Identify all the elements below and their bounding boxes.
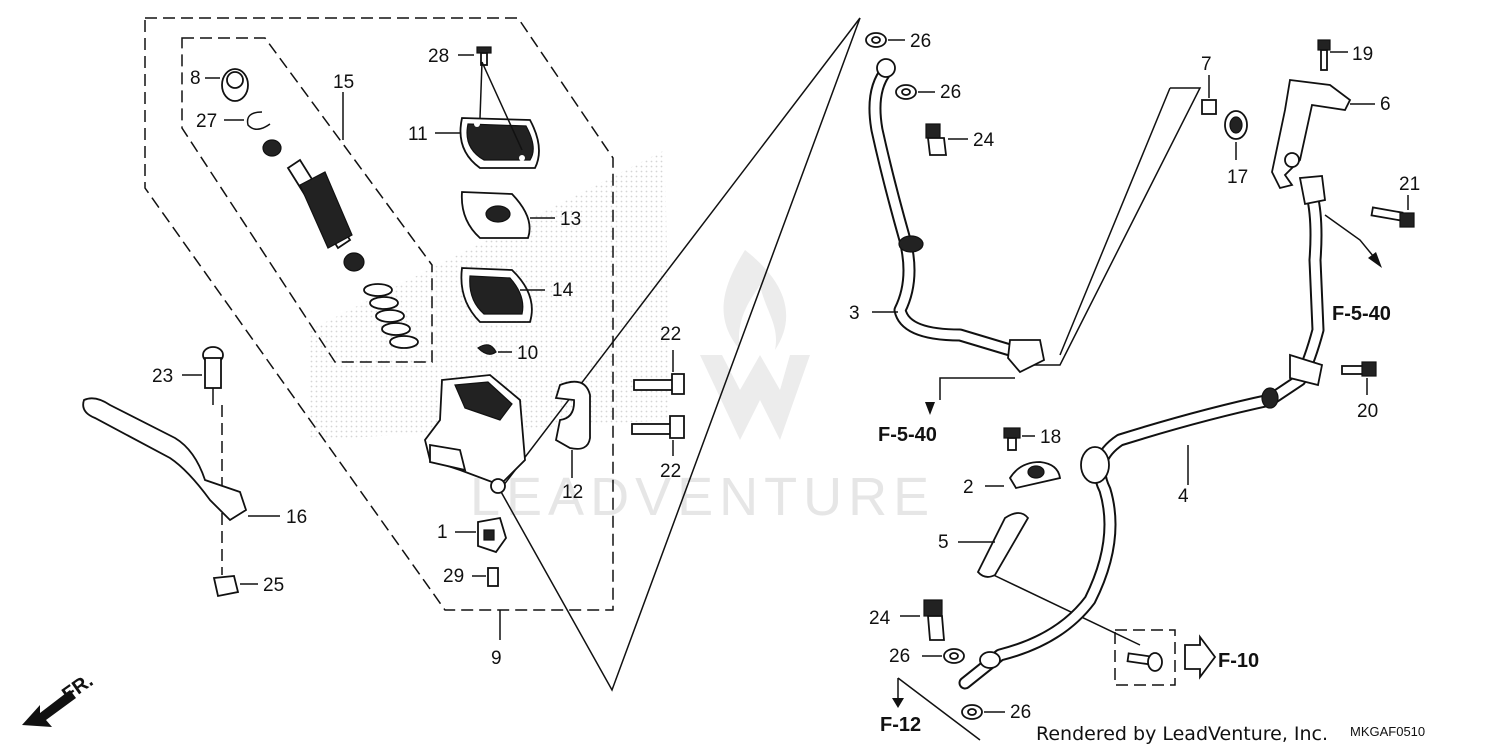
brake-hose-3: 3 (849, 58, 1046, 374)
boot-8: 8 (190, 68, 249, 102)
watermark-v-icon (700, 355, 810, 440)
label-2: 2 (963, 477, 974, 498)
label-19: 19 (1352, 44, 1373, 65)
ref-f540-right-text: F-5-40 (1332, 303, 1391, 325)
ref-box-f10: F-10 (1114, 629, 1259, 686)
collar-7: 7 (1201, 54, 1217, 115)
label-15: 15 (333, 72, 354, 93)
ref-f540-left-text: F-5-40 (878, 424, 937, 446)
bolt-20: 20 (1341, 361, 1378, 422)
bolt-18: 18 (1003, 427, 1061, 451)
clamp-2: 2 (963, 461, 1062, 498)
label-22-top: 22 (660, 324, 681, 345)
washers-26-bottom: 26 26 (889, 646, 1031, 723)
label-26-d: 26 (1010, 702, 1031, 723)
washers-26-top: 26 26 (865, 31, 961, 103)
label-16: 16 (286, 507, 307, 528)
label-7: 7 (1201, 54, 1212, 75)
switch-1: 1 (437, 516, 507, 554)
ref-f540-right: F-5-40 (1324, 214, 1391, 325)
label-5: 5 (938, 532, 949, 553)
label-6: 6 (1380, 94, 1391, 115)
label-4: 4 (1178, 486, 1189, 507)
nut-25: 25 (212, 575, 284, 598)
ref-f12-text: F-12 (880, 714, 921, 736)
brake-lever-16: 16 (82, 397, 307, 528)
label-28: 28 (428, 46, 449, 67)
diaphragm-plate-13: 13 (460, 191, 581, 239)
bolt-21: 21 (1370, 174, 1420, 228)
label-18: 18 (1040, 427, 1061, 448)
grommet-17: 17 (1224, 110, 1248, 188)
watermark-text: LEADVENTURE (470, 467, 935, 527)
diaphragm-14: 14 (460, 267, 574, 323)
banjo-bolt-24-top: 24 (925, 123, 995, 156)
holder-12: 12 (554, 380, 591, 503)
label-12: 12 (562, 482, 583, 503)
label-13: 13 (560, 209, 581, 230)
watermark-logo-icon (723, 250, 787, 350)
label-14: 14 (552, 280, 574, 301)
brake-hose-4: 4 (958, 175, 1326, 690)
label-3: 3 (849, 303, 860, 324)
label-26-c: 26 (889, 646, 910, 667)
spring-coils (363, 283, 419, 349)
stay-5: 5 (938, 512, 1030, 578)
label-17: 17 (1227, 167, 1248, 188)
leader-lines (499, 17, 1202, 692)
watermark: LEADVENTURE (470, 250, 935, 527)
footer-rendered-by: Rendered by LeadVenture, Inc. (1036, 723, 1328, 745)
master-cylinder-body (424, 374, 526, 494)
footer-diagram-code: MKGAF0510 (1350, 724, 1425, 739)
clip-10: 10 (477, 343, 538, 364)
label-11: 11 (408, 124, 428, 145)
screw-29: 29 (443, 566, 499, 587)
piston-set-15: 15 (262, 72, 419, 349)
label-21: 21 (1399, 174, 1420, 195)
label-20: 20 (1357, 401, 1378, 422)
label-8: 8 (190, 68, 201, 89)
label-24-bottom: 24 (869, 608, 891, 629)
label-25: 25 (263, 575, 284, 596)
label-24-top: 24 (973, 130, 995, 151)
bracket-6: 6 (1271, 78, 1391, 190)
banjo-bolt-24-bottom: 24 (869, 599, 945, 641)
bolts-22: 22 22 (631, 324, 685, 482)
ref-f10: F-10 (1218, 650, 1259, 672)
reservoir-cap-11: 11 (408, 61, 540, 169)
ref-f540-left: F-5-40 (878, 402, 937, 446)
circlip-27: 27 (196, 111, 271, 132)
label-9: 9 (491, 648, 502, 669)
label-29: 29 (443, 566, 464, 587)
label-27: 27 (196, 111, 217, 132)
label-26-b: 26 (940, 82, 961, 103)
label-26-a: 26 (910, 31, 931, 52)
front-direction-arrow: FR. (22, 670, 97, 727)
label-10: 10 (517, 343, 538, 364)
label-1: 1 (437, 522, 448, 543)
bolt-19: 19 (1317, 39, 1373, 71)
label-22-bottom: 22 (660, 461, 681, 482)
label-23: 23 (152, 366, 173, 387)
ref-f12: F-12 (880, 677, 981, 741)
pivot-bolt-23: 23 (152, 346, 224, 575)
master-cylinder-assembly-outline (144, 17, 614, 640)
